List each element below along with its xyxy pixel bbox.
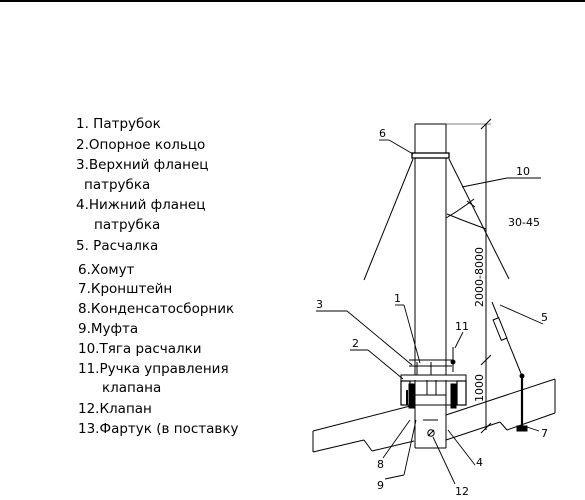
top-border-line (0, 0, 585, 2)
callout-12: 12 (455, 485, 469, 498)
callout-5: 5 (541, 311, 548, 324)
pipe-body (414, 123, 447, 380)
legend-item-3-cont: патрубка (84, 177, 151, 193)
legend-item-10: 10.Тяга расчалки (78, 341, 202, 357)
leader-lines (316, 139, 544, 485)
lower-assembly (400, 347, 467, 449)
legend-item-11: 11.Ручка управления (78, 361, 229, 377)
legend-item-4: 4.Нижний фланец (76, 197, 206, 213)
roof-right (445, 378, 556, 441)
legend-item-6: 6.Хомут (78, 262, 135, 278)
legend-item-9: 9.Муфта (78, 321, 139, 337)
legend-item-7: 7.Кронштейн (78, 281, 173, 297)
legend-item-8: 8.Конденсатосборник (78, 301, 235, 317)
callout-8: 8 (377, 458, 384, 471)
callout-1: 1 (394, 292, 401, 305)
legend-item-11-cont: клапана (102, 380, 162, 396)
callout-6: 6 (379, 127, 386, 140)
callout-11: 11 (455, 320, 469, 333)
dimension-height-upper: 2000-8000 (473, 247, 486, 307)
roof-left (312, 404, 415, 453)
callout-10: 10 (516, 165, 530, 178)
legend-item-13: 13.Фартук (в поставку (78, 421, 239, 437)
bracket-with-guy (491, 301, 528, 432)
callout-3: 3 (316, 298, 323, 311)
callout-7: 7 (541, 427, 548, 440)
callout-4: 4 (476, 456, 483, 469)
guy-wires (363, 158, 510, 281)
legend-item-12: 12.Клапан (78, 401, 152, 417)
angle-mark (445, 198, 487, 230)
legend-item-3: 3.Верхний фланец (76, 157, 209, 173)
legend-item-2: 2.Опорное кольцо (76, 137, 206, 153)
callout-2: 2 (352, 337, 359, 350)
legend-item-1: 1. Патрубок (76, 116, 161, 132)
leader-10 (461, 177, 541, 188)
legend-item-4-cont: патрубка (94, 217, 161, 233)
dimension-height-lower: 1000 (473, 374, 486, 402)
callout-9: 9 (377, 479, 384, 492)
clamp (411, 152, 450, 159)
callout-angle: 30-45 (508, 216, 540, 229)
height-dimension (446, 118, 492, 434)
legend-item-5: 5. Расчалка (76, 238, 159, 254)
